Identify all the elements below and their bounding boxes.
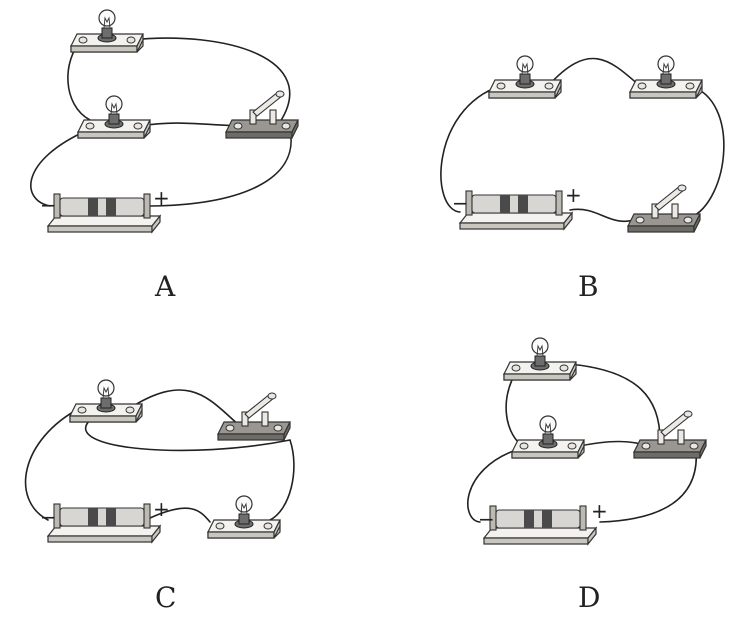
battery-a	[47, 193, 161, 233]
switch-b	[627, 184, 701, 233]
wire-a2	[129, 37, 291, 123]
label-b: B	[578, 270, 599, 303]
bulb-d-middle	[511, 415, 585, 459]
bulb-a-middle	[77, 95, 151, 139]
bulb-a-top	[70, 9, 144, 53]
wire-a4	[30, 129, 89, 207]
battery-a-minus: −	[40, 193, 57, 217]
battery-b-plus: +	[565, 183, 582, 207]
battery-a-plus: +	[153, 186, 170, 210]
battery-c	[47, 503, 161, 543]
wire-d4	[467, 449, 517, 523]
circuit-c: − + C	[24, 379, 295, 614]
bulb-b-left	[488, 55, 562, 99]
circuit-a: − + A	[30, 9, 299, 303]
battery-d-plus: +	[591, 499, 608, 523]
wire-c2	[24, 407, 81, 521]
wire-d1	[505, 371, 521, 445]
circuit-d: − + D	[467, 337, 707, 614]
wire-d2	[567, 363, 661, 441]
battery-d	[483, 505, 597, 545]
battery-d-minus: −	[478, 507, 495, 531]
wire-b4	[569, 208, 641, 223]
battery-b	[459, 190, 573, 230]
bulb-c-bottom	[207, 495, 281, 539]
wire-b3	[689, 85, 725, 219]
wire-a5	[149, 129, 292, 207]
wire-d5	[599, 449, 697, 523]
label-a: A	[154, 270, 176, 303]
wire-b1	[547, 57, 641, 87]
switch-d	[633, 410, 707, 459]
wire-c1	[129, 389, 241, 427]
bulb-c-top	[69, 379, 143, 423]
circuit-b: − + B	[440, 55, 725, 303]
wire-c3	[84, 419, 295, 521]
battery-c-plus: +	[153, 497, 170, 521]
wire-b2	[440, 85, 501, 213]
label-c: C	[155, 581, 176, 614]
battery-c-minus: −	[40, 505, 57, 529]
wire-c4	[149, 507, 211, 523]
battery-b-minus: −	[452, 191, 469, 215]
label-d: D	[578, 581, 600, 614]
bulb-d-top	[503, 337, 577, 381]
bulb-b-right	[629, 55, 703, 99]
switch-a	[225, 90, 299, 139]
